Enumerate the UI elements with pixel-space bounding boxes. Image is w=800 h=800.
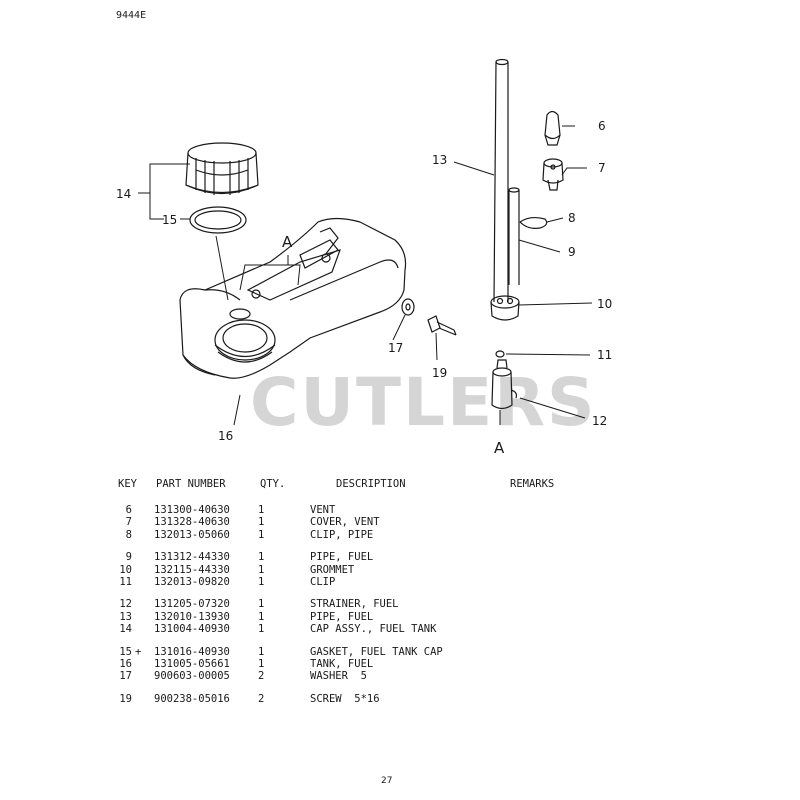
cell-qty: 2 xyxy=(258,692,265,705)
cell-description: TANK, FUEL xyxy=(310,657,374,670)
cell-part-number: 131004-40930 xyxy=(154,623,230,636)
cell-part-number: 131205-07320 xyxy=(154,598,230,611)
cell-description: GASKET, FUEL TANK CAP xyxy=(310,645,443,658)
pipe-clip-drawing xyxy=(519,216,548,229)
cell-qty: 1 xyxy=(258,504,265,516)
cell-qty: 1 xyxy=(258,563,265,576)
cell-key: 19 xyxy=(119,692,132,705)
cell-key: 9 xyxy=(125,551,132,564)
reference-a-bottom: A xyxy=(494,439,505,457)
cell-key: 13 xyxy=(119,610,132,623)
callout-17: 17 xyxy=(388,341,403,355)
callout-19: 19 xyxy=(432,366,447,380)
callout-15: 15 xyxy=(162,213,177,227)
watermark: CUTLERS xyxy=(250,364,597,441)
cell-part-number: 132013-09820 xyxy=(154,575,230,588)
cell-qty: 1 xyxy=(258,623,265,636)
reference-a-top: A xyxy=(282,233,293,251)
cell-part-number: 132013-05060 xyxy=(154,528,230,541)
cell-qty: 1 xyxy=(258,575,265,588)
cell-description: PIPE, FUEL xyxy=(310,551,374,564)
cell-qty: 1 xyxy=(258,551,265,564)
cell-description: VENT xyxy=(310,504,336,516)
page-number: 27 xyxy=(381,776,393,786)
cell-part-number: 131300-40630 xyxy=(154,504,230,516)
cell-part-number: 900238-05016 xyxy=(154,692,230,705)
fuel-pipe-long-drawing xyxy=(493,58,509,303)
callout-10: 10 xyxy=(597,297,612,311)
cell-description: CLIP xyxy=(310,575,336,588)
callout-6: 6 xyxy=(598,119,606,133)
cell-description: GROMMET xyxy=(310,563,355,576)
callout-13: 13 xyxy=(432,153,447,167)
washer-drawing xyxy=(401,298,415,316)
cell-part-number: 132115-44330 xyxy=(154,563,230,576)
cell-key: 12 xyxy=(119,598,132,611)
header-key: KEY xyxy=(118,478,137,490)
vent-drawing xyxy=(544,110,561,146)
callout-16: 16 xyxy=(218,429,233,443)
clip-drawing xyxy=(495,350,505,358)
grommet-drawing xyxy=(490,295,520,321)
cell-qty: 1 xyxy=(258,528,265,541)
cell-key: 16 xyxy=(119,657,132,670)
gasket-drawing xyxy=(189,206,247,234)
fuel-pipe-short-drawing xyxy=(508,187,520,285)
callout-14: 14 xyxy=(116,187,131,201)
cell-key: 17 xyxy=(119,670,132,683)
cell-key: 7 xyxy=(125,516,132,529)
cell-qty: 1 xyxy=(258,645,265,658)
cell-key: 10 xyxy=(119,563,132,576)
fuel-tank-cap-drawing xyxy=(185,142,259,195)
cell-mark: + xyxy=(135,645,142,658)
callout-9: 9 xyxy=(568,245,576,259)
header-qty: QTY. xyxy=(260,478,286,490)
cell-description: CLIP, PIPE xyxy=(310,528,374,541)
callout-7: 7 xyxy=(598,161,606,175)
cell-key: 8 xyxy=(125,528,132,541)
cell-description: WASHER 5 xyxy=(310,670,367,683)
cell-part-number: 131016-40930 xyxy=(154,645,230,658)
cell-qty: 2 xyxy=(258,670,265,683)
cell-description: COVER, VENT xyxy=(310,516,380,529)
cell-qty: 1 xyxy=(258,598,265,611)
cell-key: 6 xyxy=(125,504,132,516)
cell-part-number: 131005-05661 xyxy=(154,657,230,670)
cell-description: PIPE, FUEL xyxy=(310,610,374,623)
cell-description: SCREW 5*16 xyxy=(310,692,380,705)
callout-8: 8 xyxy=(568,211,576,225)
header-description: DESCRIPTION xyxy=(336,478,406,490)
screw-drawing xyxy=(427,315,457,336)
fuel-strainer-drawing xyxy=(491,359,518,410)
cell-key: 15 xyxy=(119,645,132,658)
cell-description: STRAINER, FUEL xyxy=(310,598,399,611)
header-remarks: REMARKS xyxy=(510,478,555,490)
cell-key: 11 xyxy=(119,575,132,588)
fuel-tank-drawing xyxy=(179,217,407,379)
cell-part-number: 900603-00005 xyxy=(154,670,230,683)
callout-11: 11 xyxy=(597,348,612,362)
cell-qty: 1 xyxy=(258,657,265,670)
cell-qty: 1 xyxy=(258,516,265,529)
leader-lines xyxy=(138,125,593,426)
cell-qty: 1 xyxy=(258,610,265,623)
cell-key: 14 xyxy=(119,623,132,636)
vent-cover-drawing xyxy=(542,158,564,191)
header-part-number: PART NUMBER xyxy=(156,478,226,490)
document-id: 9444E xyxy=(116,10,147,21)
cell-part-number: 131312-44330 xyxy=(154,551,230,564)
cell-description: CAP ASSY., FUEL TANK xyxy=(310,623,437,636)
exploded-parts-drawing: CUTLERS xyxy=(116,58,612,457)
cell-part-number: 132010-13930 xyxy=(154,610,230,623)
callout-12: 12 xyxy=(592,414,607,428)
cell-part-number: 131328-40630 xyxy=(154,516,230,529)
